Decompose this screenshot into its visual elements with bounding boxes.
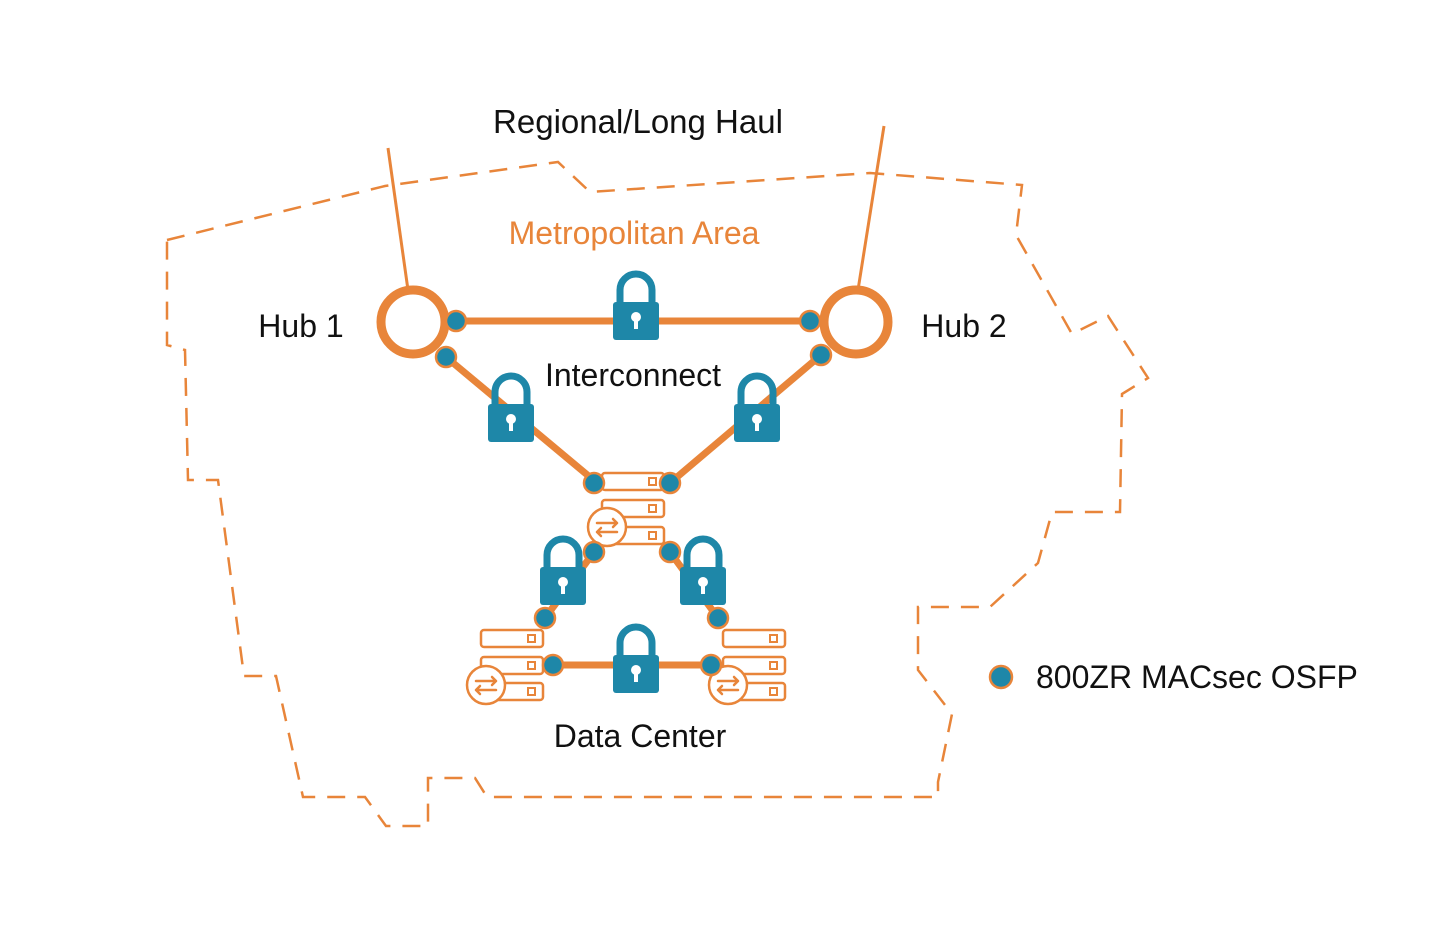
server-stack-icon: [479, 628, 545, 649]
teal-dot-icon: [533, 606, 557, 630]
teal-dot-icon: [706, 606, 730, 630]
metro-boundary: [165, 160, 1150, 828]
hub1-node: [376, 285, 450, 359]
lock-icon: [488, 376, 534, 442]
legend-label: 800ZR MACsec OSFP: [1036, 659, 1358, 695]
teal-dot-icon: [582, 540, 606, 564]
datacenter-left: [465, 628, 545, 706]
teal-dot-icon: [658, 471, 682, 495]
teal-dot-icon: [699, 653, 723, 677]
lock-icon: [613, 274, 659, 340]
teal-dot-icon: [988, 664, 1014, 690]
lock-icon: [734, 376, 780, 442]
interconnect-label: Interconnect: [545, 357, 721, 393]
teal-dot-icon: [658, 540, 682, 564]
long-haul-line-2: [856, 125, 886, 291]
lock-icon: [613, 627, 659, 693]
lock-icon: [680, 539, 726, 605]
hub2-label: Hub 2: [921, 308, 1006, 344]
hub2-node: [819, 285, 893, 359]
switch-arrows-icon: [465, 664, 507, 706]
teal-dot-icon: [798, 309, 822, 333]
server-stack-icon: [600, 471, 666, 492]
long-haul-line-1: [386, 147, 410, 291]
metro-label: Metropolitan Area: [509, 215, 760, 251]
lock-icon: [540, 539, 586, 605]
teal-dot-icon: [434, 345, 458, 369]
teal-dot-icon: [582, 471, 606, 495]
teal-dot-icon: [809, 343, 833, 367]
datacenter-label: Data Center: [554, 718, 727, 754]
switch-arrows-icon: [586, 506, 628, 548]
osfp-dots: [434, 309, 833, 677]
regional-label: Regional/Long Haul: [493, 103, 783, 140]
teal-dot-icon: [541, 653, 565, 677]
legend: 800ZR MACsec OSFP: [988, 659, 1358, 695]
server-stack-icon: [721, 628, 787, 649]
teal-dot-icon: [444, 309, 468, 333]
hub1-label: Hub 1: [258, 308, 343, 344]
